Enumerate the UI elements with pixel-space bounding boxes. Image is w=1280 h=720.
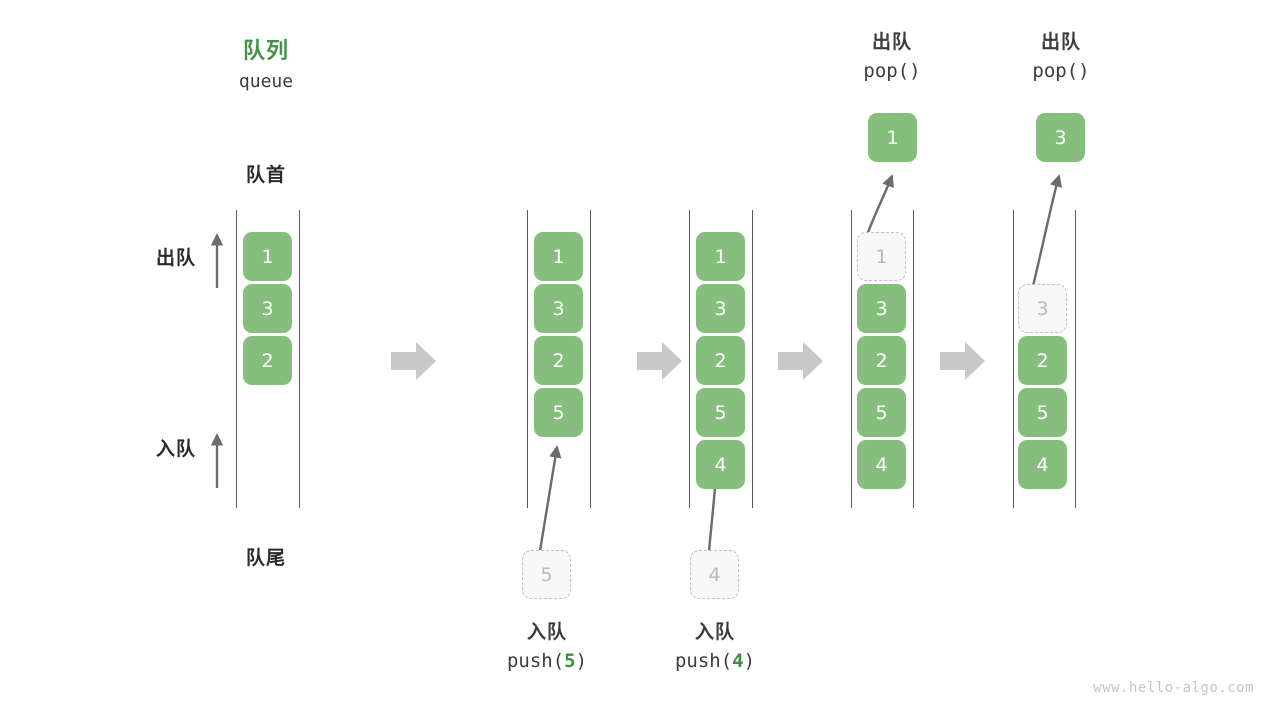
queue-rail-right [590,210,591,508]
pop-3-header-cn: 出队 [1040,31,1081,53]
pop-1-arrow [864,174,894,239]
popped-cell: 3 [1036,113,1085,162]
queue-cell: 3 [534,284,583,333]
front-label: 队首 [245,164,286,186]
queue-title-cn: 队列 [242,39,289,64]
queue-cell: 2 [243,336,292,385]
push-5-caption-cn: 入队 [526,621,567,643]
queue-cell: 4 [1018,440,1067,489]
queue-cell: 2 [534,336,583,385]
pop-1-header-cn: 出队 [871,31,912,53]
queue-rail-left [236,210,237,508]
push-4-ghost-cell: 4 [690,550,739,599]
queue-cell: 3 [243,284,292,333]
queue-rail-right [752,210,753,508]
back-label: 队尾 [245,547,286,569]
push-5-arg: 5 [564,650,576,672]
queue-rail-left [689,210,690,508]
push-5-arrow [538,445,562,552]
push-5-caption: 入队 push(5) [467,618,627,676]
queue-rail-left [527,210,528,508]
pop-3-ghost-cell: 3 [1018,284,1067,333]
pop-3-header-en: pop() [1032,60,1090,82]
queue-rail-right [299,210,300,508]
queue-cell: 5 [857,388,906,437]
flow-arrow [391,339,437,383]
queue-cell: 3 [696,284,745,333]
push-4-arg: 4 [732,650,744,672]
pop-3-header: 出队 pop() [981,28,1141,86]
queue-cell: 1 [534,232,583,281]
push-5-caption-en: push(5) [506,650,588,672]
queue-title-en: queue [238,71,294,92]
queue-rail-left [1013,210,1014,508]
queue-rail-right [913,210,914,508]
queue-cell: 3 [857,284,906,333]
pop-1-ghost-cell: 1 [857,232,906,281]
dequeue-label: 出队 [155,247,196,269]
watermark: www.hello-algo.com [1093,680,1254,696]
queue-cell: 4 [857,440,906,489]
queue-rail-right [1075,210,1076,508]
flow-arrow [778,339,824,383]
enqueue-label: 入队 [155,438,196,460]
push-4-caption: 入队 push(4) [635,618,795,676]
push-4-caption-cn: 入队 [694,621,735,643]
queue-rail-left [851,210,852,508]
popped-cell: 1 [868,113,917,162]
push-4-caption-en: push(4) [674,650,756,672]
queue-cell: 1 [696,232,745,281]
pop-1-header: 出队 pop() [812,28,972,86]
pop-1-header-en: pop() [863,60,921,82]
pop-3-arrow [1030,174,1063,291]
flow-arrow [637,339,683,383]
queue-cell-new: 4 [696,440,745,489]
push-5-ghost-cell: 5 [522,550,571,599]
queue-cell-new: 5 [534,388,583,437]
flow-arrow [940,339,986,383]
queue-cell: 2 [857,336,906,385]
queue-cell: 2 [696,336,745,385]
queue-cell: 5 [696,388,745,437]
queue-cell: 1 [243,232,292,281]
queue-cell: 5 [1018,388,1067,437]
queue-cell: 2 [1018,336,1067,385]
